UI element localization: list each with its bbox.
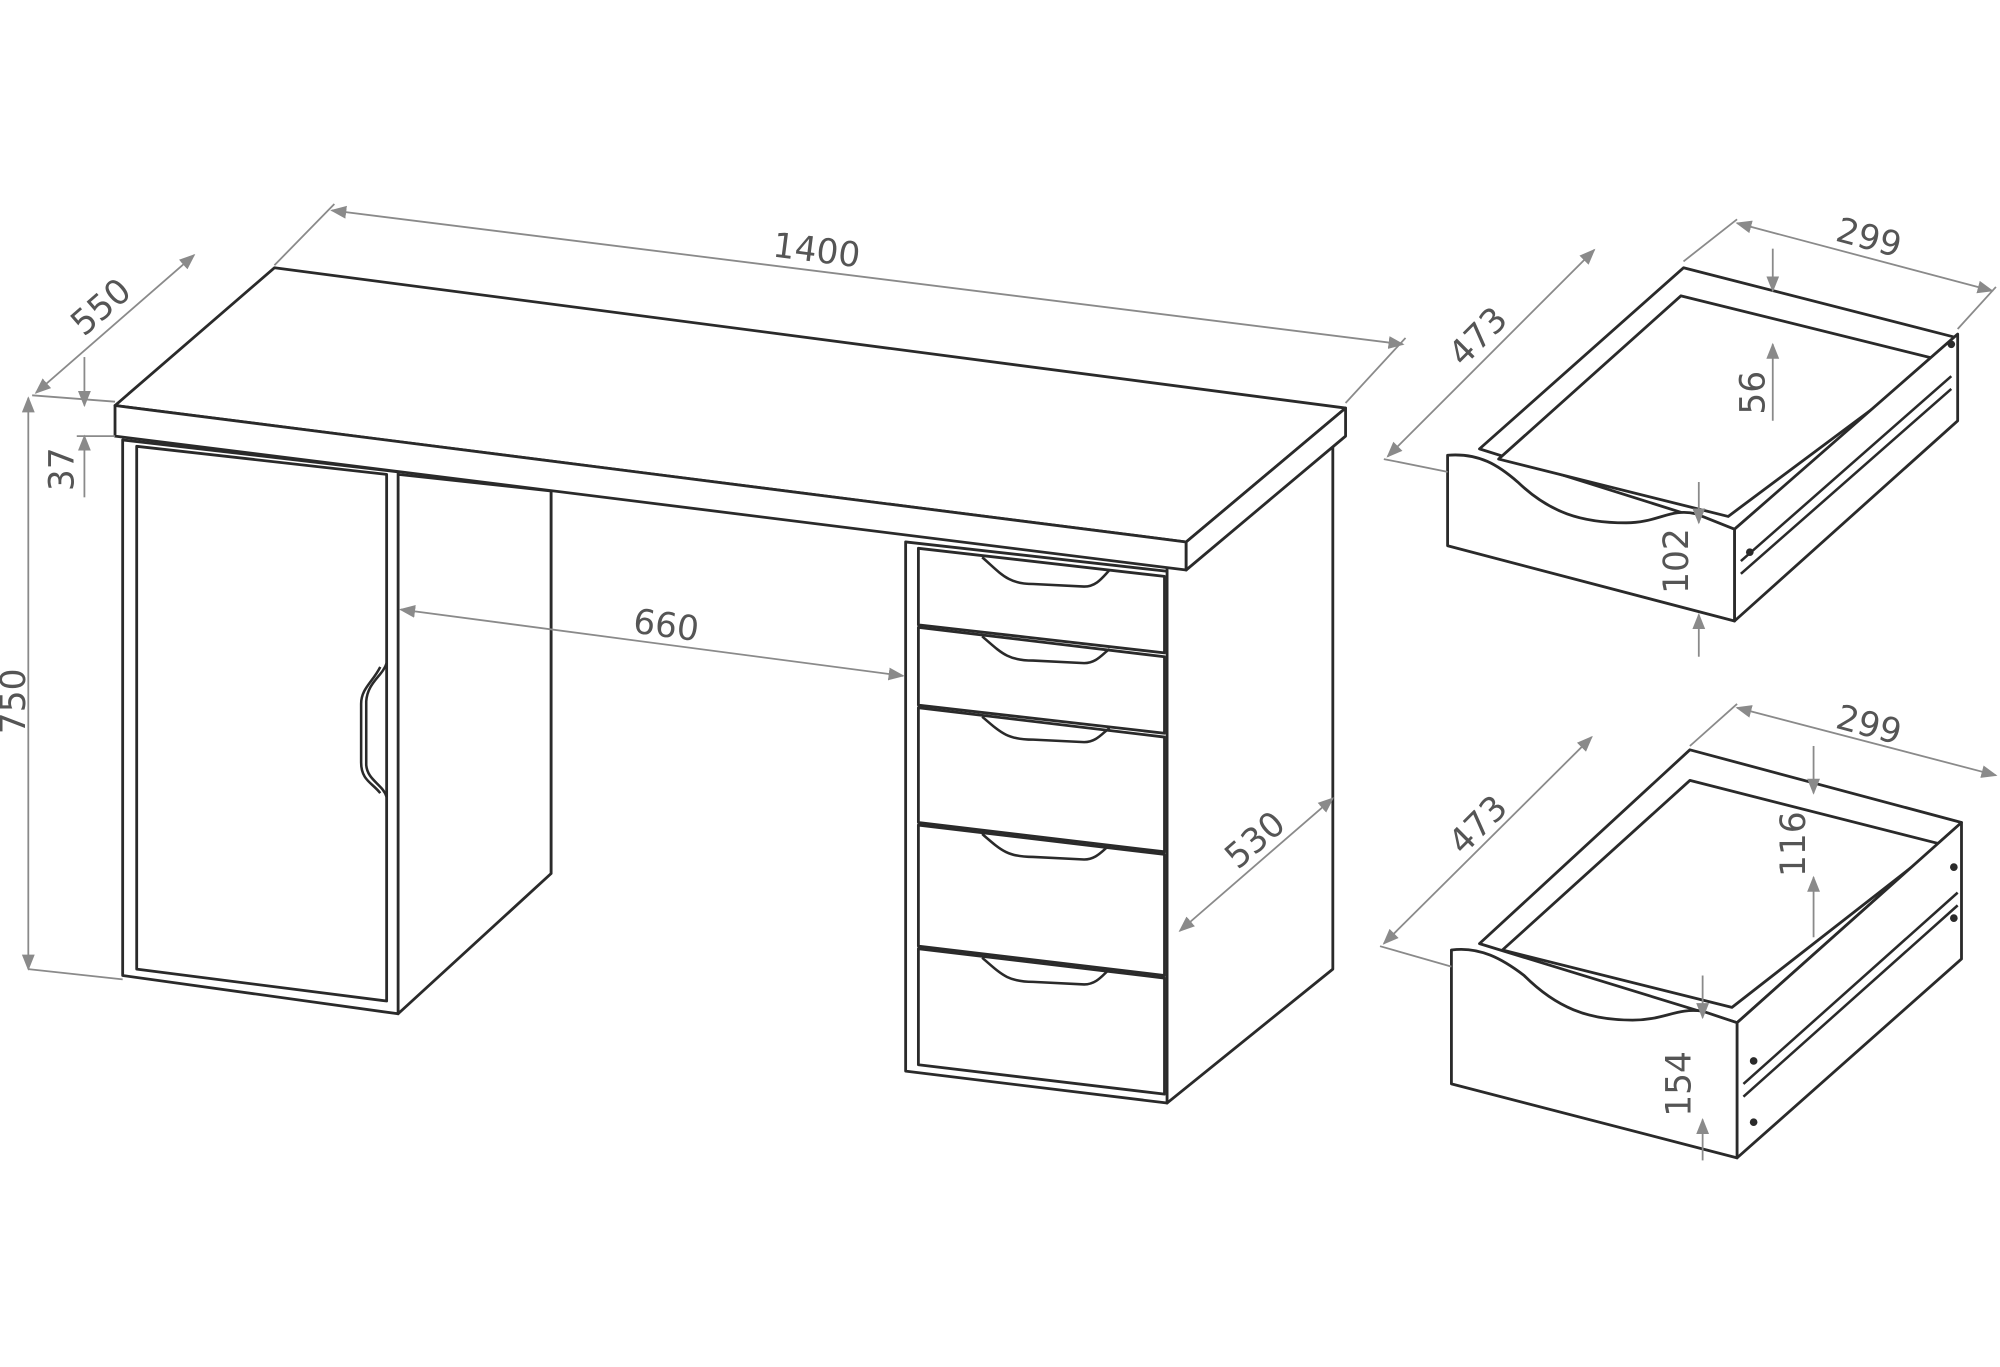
drawer-front bbox=[916, 823, 1166, 977]
cabinet-door bbox=[135, 444, 389, 1003]
drawer-front bbox=[916, 546, 1166, 655]
large-drawer-inner-height: 116 bbox=[1774, 811, 1814, 877]
large-drawer-drawing bbox=[1450, 748, 1963, 1160]
left-pedestal-side bbox=[396, 472, 553, 1016]
drawer-front bbox=[916, 706, 1166, 854]
large-drawer-width: 299 bbox=[1832, 698, 1906, 754]
small-drawer-width: 299 bbox=[1832, 210, 1906, 266]
drawer-front bbox=[916, 947, 1166, 1096]
drawer-front bbox=[1446, 453, 1736, 623]
small-drawer-front-height: 102 bbox=[1657, 528, 1697, 594]
desk-top-side-edge bbox=[1184, 406, 1347, 572]
small-drawer-inner-height: 56 bbox=[1733, 371, 1773, 415]
small-drawer-length: 473 bbox=[1441, 299, 1516, 374]
dim-width: 1400 bbox=[771, 226, 863, 277]
dim-depth: 550 bbox=[63, 271, 139, 344]
large-drawer-length: 473 bbox=[1441, 788, 1516, 863]
desk-drawing bbox=[113, 266, 1347, 1105]
door-handle-cutout bbox=[364, 662, 388, 798]
dim-height: 750 bbox=[0, 669, 34, 735]
desk-dimensions: 1400 550 37 750 660 530 bbox=[0, 203, 1407, 981]
dim-top-thickness: 37 bbox=[43, 447, 83, 491]
drawer-fronts bbox=[916, 546, 1166, 1096]
dim-knee-space: 660 bbox=[631, 602, 701, 650]
drawer-front bbox=[1450, 947, 1739, 1160]
small-drawer-drawing bbox=[1446, 266, 1960, 623]
large-drawer-front-height: 154 bbox=[1659, 1051, 1699, 1117]
